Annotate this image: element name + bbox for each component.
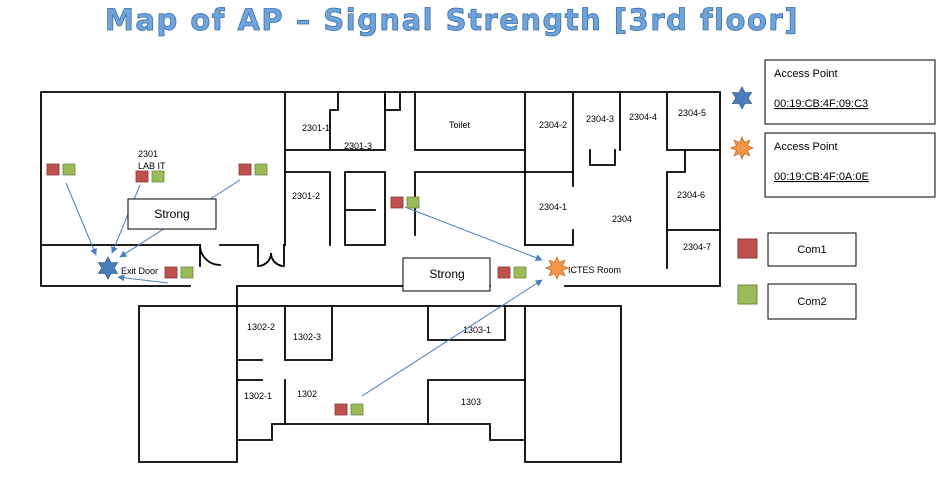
legend-ap1-star-icon — [731, 86, 753, 110]
room-1302-3: 1302-3 — [293, 332, 321, 342]
arrow-left-to-ap1 — [65, 182, 97, 256]
room-2301-1: 2301-1 — [302, 123, 330, 133]
room-2301: 2301 — [138, 149, 158, 159]
arrow-lab-to-ap1 — [111, 184, 141, 254]
arrow-lower-to-ap2 — [361, 279, 543, 397]
page-title: Map of AP – Signal Strength [3rd floor] — [105, 3, 799, 37]
strength-box-2: Strong — [402, 257, 491, 292]
com1-square-icon — [390, 196, 404, 209]
label-exit-door: Exit Door — [121, 266, 158, 276]
com1-square-icon — [334, 403, 348, 416]
room-labels: 2301-1 2301-3 2301-2 Toilet 2304-2 2304-… — [121, 108, 711, 407]
room-2304-3: 2304-3 — [586, 114, 614, 124]
strength-box-1: Strong — [127, 198, 217, 230]
computer-markers — [46, 163, 527, 416]
room-2301-2: 2301-2 — [292, 191, 320, 201]
legend-ap2-box — [764, 132, 936, 198]
legend-ap2-mac: 00:19:CB:4F:0A:0E — [774, 171, 869, 183]
strength-label-1: Strong — [154, 207, 189, 221]
com2-square-icon — [62, 163, 76, 176]
lower-floor-walls — [138, 305, 622, 463]
com1-square-icon — [164, 266, 178, 279]
room-1302-2: 1302-2 — [247, 322, 275, 332]
room-toilet: Toilet — [449, 120, 471, 130]
room-2304-4: 2304-4 — [629, 112, 657, 122]
com1-square-icon — [46, 163, 60, 176]
com2-square-icon — [513, 266, 527, 279]
arrow-corridor-to-ap2 — [404, 206, 543, 261]
com1-square-icon — [497, 266, 511, 279]
legend-com1-square-icon — [737, 238, 758, 259]
signal-arrows — [65, 179, 543, 397]
room-1303-1: 1303-1 — [463, 325, 491, 335]
legend-com2-square-icon — [737, 284, 758, 305]
room-2304-5: 2304-5 — [678, 108, 706, 118]
room-1303: 1303 — [461, 397, 481, 407]
upper-floor-walls — [40, 91, 721, 311]
legend-ap1-box — [764, 59, 936, 125]
legend-ap1-mac: 00:19:CB:4F:09:C3 — [774, 98, 868, 110]
legend-com2-box — [767, 283, 857, 320]
room-lab-it: LAB IT — [138, 161, 166, 171]
com2-square-icon — [350, 403, 364, 416]
legend-ap2-star-icon — [729, 135, 755, 161]
strength-label-2: Strong — [429, 267, 464, 281]
room-1302-1: 1302-1 — [244, 391, 272, 401]
com2-square-icon — [254, 163, 268, 176]
legend: Access Point 00:19:CB:4F:09:C3 Access Po… — [729, 59, 936, 320]
legend-ap2-label: Access Point — [774, 141, 838, 153]
room-1302: 1302 — [297, 389, 317, 399]
com2-square-icon — [180, 266, 194, 279]
arrow-exit-to-ap1 — [117, 274, 169, 284]
com2-square-icon — [406, 196, 420, 209]
com2-square-icon — [151, 170, 165, 183]
legend-com1-box — [767, 232, 857, 267]
room-2301-3: 2301-3 — [344, 141, 372, 151]
access-point-1-star-icon — [97, 256, 119, 280]
legend-com2-label: Com2 — [797, 296, 826, 308]
room-2304-1: 2304-1 — [539, 202, 567, 212]
com1-square-icon — [135, 170, 149, 183]
room-2304-6: 2304-6 — [677, 190, 705, 200]
legend-com1-label: Com1 — [797, 244, 826, 256]
room-2304-7: 2304-7 — [683, 242, 711, 252]
room-2304-2: 2304-2 — [539, 120, 567, 130]
com1-square-icon — [238, 163, 252, 176]
room-2304: 2304 — [612, 214, 632, 224]
label-ictes-room: ICTES Room — [568, 265, 621, 275]
access-point-2-star-icon — [544, 255, 570, 281]
legend-ap1-label: Access Point — [774, 68, 838, 80]
